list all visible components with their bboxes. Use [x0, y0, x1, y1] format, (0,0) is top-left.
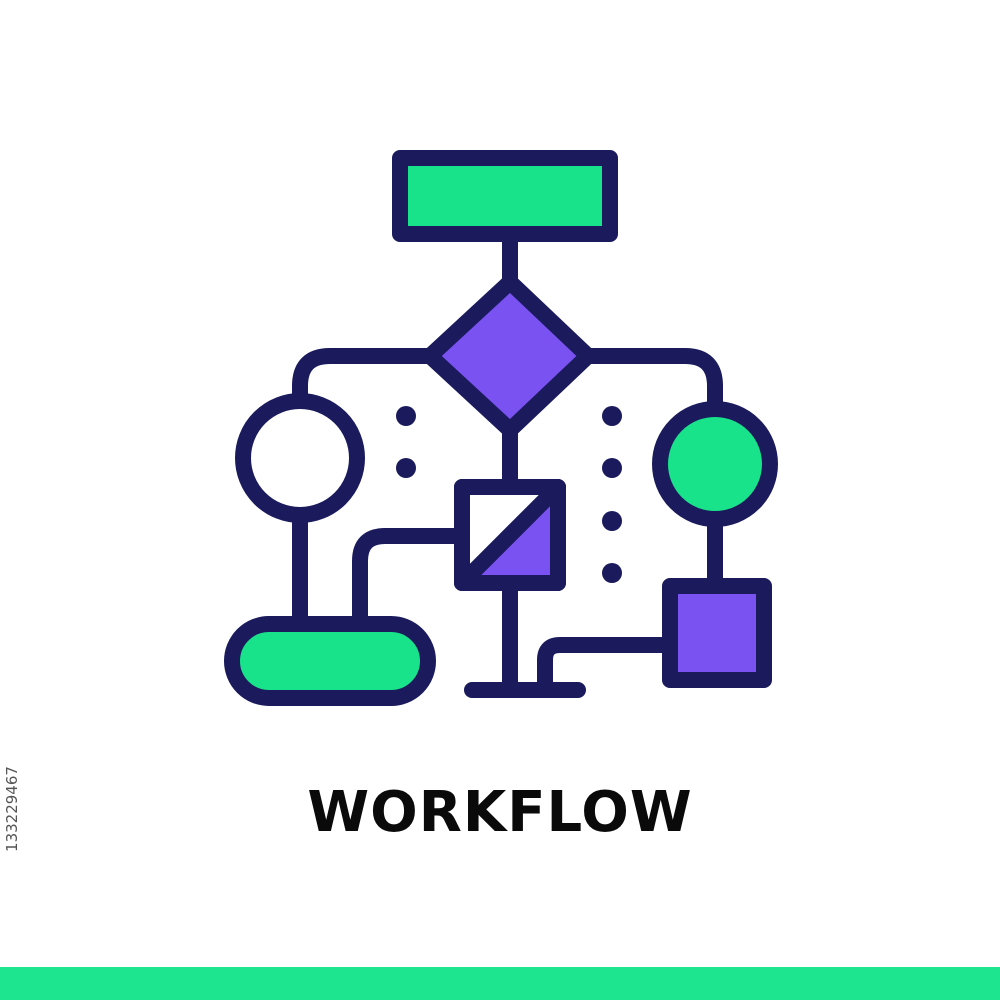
connector-left-branch — [292, 348, 438, 410]
connector-square-to-pill — [352, 528, 463, 628]
terminal-pill — [224, 616, 436, 706]
right-square-node — [662, 578, 772, 688]
workflow-icon-svg — [224, 150, 778, 706]
dot — [602, 458, 622, 478]
dot — [602, 563, 622, 583]
bottom-accent-bar — [0, 967, 1000, 1000]
dot — [396, 458, 416, 478]
left-circle-node — [235, 393, 365, 523]
top-process-box — [392, 150, 618, 242]
workflow-flowchart-icon — [224, 150, 778, 706]
connector-base-to-right-square — [537, 637, 678, 696]
connector-right-branch — [580, 348, 723, 416]
caption-title: WORKFLOW — [307, 780, 693, 845]
decision-diamond — [422, 274, 596, 438]
dot — [602, 406, 622, 426]
side-image-id: 133229467 — [3, 766, 21, 852]
dot — [396, 406, 416, 426]
dot — [602, 511, 622, 531]
right-circle-node — [652, 401, 778, 527]
